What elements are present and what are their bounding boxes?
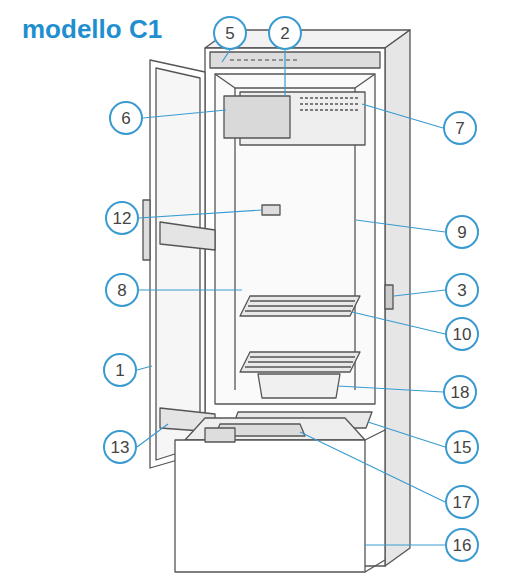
callout-number: 3 — [457, 282, 466, 299]
callout-circle: 18 — [443, 375, 477, 409]
callout-circle: 8 — [105, 273, 139, 307]
model-title: modello C1 — [22, 14, 162, 45]
callout-number: 13 — [111, 439, 130, 456]
callout-number: 17 — [453, 494, 472, 511]
callout-circle: 9 — [445, 215, 479, 249]
callout-number: 8 — [117, 282, 126, 299]
callout-number: 12 — [113, 210, 132, 227]
callout-number: 1 — [115, 362, 124, 379]
callout-circle: 10 — [445, 317, 479, 351]
callout-number: 6 — [121, 110, 130, 127]
callout-circle: 17 — [445, 485, 479, 519]
callout-circle: 1 — [103, 353, 137, 387]
callout-number: 2 — [280, 25, 289, 42]
callout-circle: 7 — [443, 111, 477, 145]
callout-circle: 2 — [268, 16, 302, 50]
callout-circle: 12 — [105, 201, 139, 235]
callout-number: 18 — [451, 384, 470, 401]
callout-number: 9 — [457, 224, 466, 241]
callout-number: 16 — [453, 537, 472, 554]
callout-number: 15 — [453, 439, 472, 456]
callout-circle: 15 — [445, 430, 479, 464]
callout-number: 7 — [455, 120, 464, 137]
callout-circle: 13 — [103, 430, 137, 464]
callout-number: 10 — [453, 326, 472, 343]
callout-number: 5 — [225, 25, 234, 42]
callout-circle: 6 — [109, 101, 143, 135]
callout-circle: 3 — [445, 273, 479, 307]
callout-circle: 16 — [445, 528, 479, 562]
callout-circle: 5 — [213, 16, 247, 50]
